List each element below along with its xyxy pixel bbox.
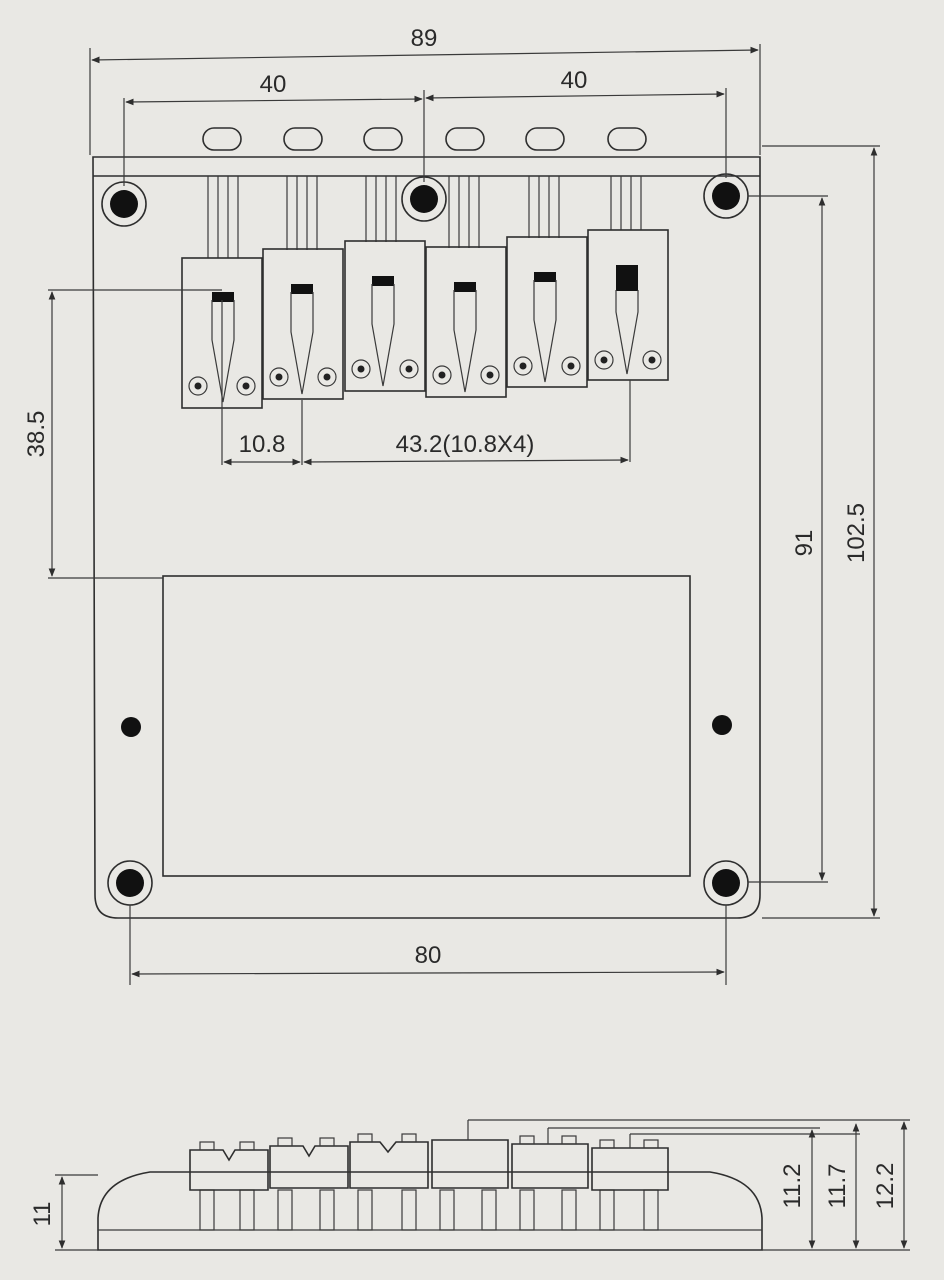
spring [528, 176, 560, 238]
top-view: 89 40 40 38.5 10.8 43.2(10.8X4) 91 102.5… [23, 25, 880, 985]
spring [207, 176, 239, 258]
small-screw-hole [712, 715, 732, 735]
pickup-cavity [162, 575, 691, 877]
side-view: 11 11.2 11.7 12.2 [29, 1119, 910, 1251]
saddle [425, 246, 507, 398]
dimension-lines [48, 44, 880, 985]
saddle [506, 236, 588, 388]
side-saddle [591, 1147, 669, 1191]
saddle [587, 229, 669, 381]
spring [286, 176, 318, 250]
small-screw-hole [121, 717, 141, 737]
string-slot [525, 127, 565, 151]
side-saddle [349, 1141, 429, 1189]
side-saddles [189, 1133, 669, 1191]
saddle [344, 240, 426, 392]
base-plate [92, 156, 761, 919]
dim-saddle-pitch: 10.8 [239, 431, 286, 458]
dim-saddle-span: 43.2(10.8X4) [396, 431, 535, 458]
side-dimension-lines [55, 1119, 910, 1251]
side-saddle [511, 1143, 589, 1189]
side-saddle [431, 1139, 509, 1189]
dim-right-hole-span: 40 [561, 67, 588, 94]
mounting-hole [107, 860, 153, 906]
mounting-hole [703, 860, 749, 906]
string-slot [202, 127, 242, 151]
spring [610, 176, 642, 230]
string-slots [202, 127, 647, 151]
dim-overall-length: 102.5 [843, 503, 870, 563]
side-screws [199, 1189, 659, 1231]
saddle [181, 257, 263, 409]
spring [365, 176, 397, 242]
side-saddle [189, 1149, 269, 1191]
saddle [262, 248, 344, 400]
string-slot [283, 127, 323, 151]
side-base-plate [97, 1171, 763, 1251]
spring [448, 176, 480, 248]
dim-post-height: 38.5 [23, 411, 50, 458]
mounting-hole [703, 173, 749, 219]
dim-height-1: 11.2 [779, 1164, 806, 1209]
dim-bottom-hole-span: 80 [415, 942, 442, 969]
dim-left-hole-span: 40 [260, 71, 287, 98]
mounting-hole [401, 176, 447, 222]
saddles [181, 229, 669, 409]
string-slot [607, 127, 647, 151]
dim-height-3: 12.2 [872, 1163, 899, 1210]
intonation-springs [207, 176, 642, 258]
mounting-hole [101, 181, 147, 227]
dim-overall-width: 89 [411, 25, 438, 52]
dim-hole-to-hole-length: 91 [791, 530, 818, 557]
dim-height-2: 11.7 [824, 1164, 851, 1209]
side-saddle [269, 1145, 349, 1189]
string-slot [363, 127, 403, 151]
string-slot [445, 127, 485, 151]
dim-base-height: 11 [29, 1202, 56, 1227]
